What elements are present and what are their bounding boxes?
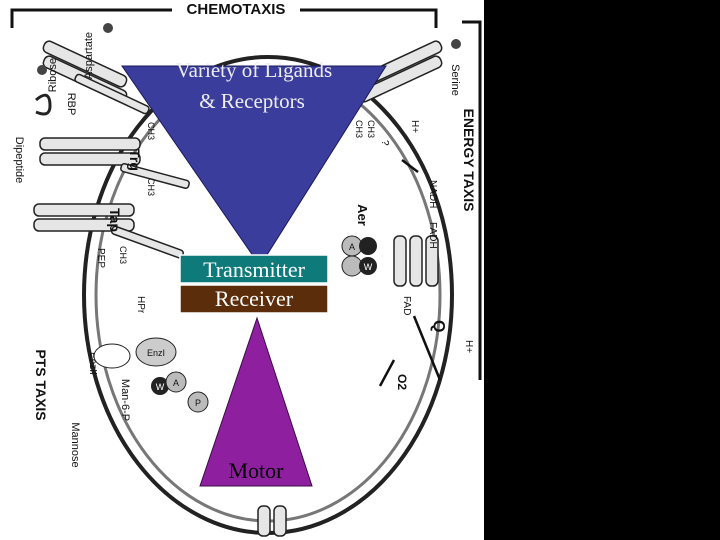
ligand-serine-dot xyxy=(451,39,461,49)
aer-a-label: A xyxy=(349,242,355,252)
pts-complex: EnzI W A P xyxy=(93,337,209,413)
ligands-receptors-funnel xyxy=(121,65,387,267)
mark-q: Q xyxy=(430,320,447,332)
mark-hplus-top: H+ xyxy=(409,120,420,133)
energy-taxis-title: ENERGY TAXIS xyxy=(461,109,477,212)
motor-funnel xyxy=(199,316,313,487)
label-ribose: Ribose xyxy=(47,58,59,92)
mark-ch3-e: CH3 xyxy=(366,120,376,138)
pts-p-label: P xyxy=(195,398,201,408)
mark-fadh: FADH xyxy=(427,222,438,249)
label-mannose: Mannose xyxy=(69,422,81,467)
pts-a-label: A xyxy=(173,378,179,388)
label-aspartate: Aspartate xyxy=(83,32,95,79)
label-man6p: Man-6-P xyxy=(119,379,131,421)
figure-drawing: CHEMOTAXIS ENERGY TAXIS PTS TAXIS xyxy=(10,1,482,537)
overlay-top-label-line1: Variety of Ligands xyxy=(176,58,332,82)
overlay-top-label-line2: & Receptors xyxy=(199,89,305,113)
ligand-ribose-dot xyxy=(37,65,47,75)
pts-enzi-label: EnzI xyxy=(147,348,165,358)
arrow-o2 xyxy=(378,359,396,387)
label-pep: PEP xyxy=(95,248,106,268)
label-aer: Aer xyxy=(355,204,370,226)
chemotaxis-figure: CHEMOTAXIS ENERGY TAXIS PTS TAXIS xyxy=(0,0,484,540)
receptor-tap xyxy=(33,203,184,259)
chemotaxis-bracket-left xyxy=(10,8,172,28)
receiver-label: Receiver xyxy=(215,286,294,311)
label-trg: Trg xyxy=(127,149,143,171)
chemotaxis-title: CHEMOTAXIS xyxy=(187,1,286,18)
label-serine: Serine xyxy=(449,64,461,96)
mark-hpr: HPr xyxy=(135,296,146,314)
label-tap: Tap xyxy=(107,208,123,232)
transmitter-box xyxy=(179,254,329,284)
mark-enzii: EnzII xyxy=(87,352,98,375)
receptor-aer xyxy=(393,235,439,287)
aer-w-label: W xyxy=(364,262,373,272)
pts-w-label: W xyxy=(156,382,165,392)
ligand-aspartate-dot xyxy=(103,23,113,33)
mark-question: ? xyxy=(379,140,390,146)
label-rbp: RBP xyxy=(65,93,77,116)
mark-nadh: NADH xyxy=(427,180,438,208)
motor-label: Motor xyxy=(229,458,285,483)
arrow-q xyxy=(412,315,442,381)
receptor-aspartate xyxy=(42,40,150,115)
mark-ch3-b: CH3 xyxy=(146,178,156,196)
pts-taxis-title: PTS TAXIS xyxy=(33,349,49,420)
mark-ch3-c: CH3 xyxy=(118,246,128,264)
rbp-icon xyxy=(35,93,52,116)
mark-o2: O2 xyxy=(395,374,409,390)
aer-complex: A W xyxy=(341,235,377,277)
energy-taxis-bracket xyxy=(462,20,482,380)
receptor-bottom xyxy=(257,505,287,537)
chemotaxis-bracket-right xyxy=(300,8,438,28)
arrow-nadh xyxy=(401,159,419,173)
mark-ch3-d: CH3 xyxy=(354,120,364,138)
label-dipeptide: Dipeptide xyxy=(13,137,25,183)
mark-ch3-a: CH3 xyxy=(146,122,156,140)
receiver-box xyxy=(179,284,329,314)
mark-fad: FAD xyxy=(401,296,412,315)
mark-hplus-right: H+ xyxy=(463,340,474,353)
transmitter-label: Transmitter xyxy=(203,257,306,282)
receptor-trg xyxy=(39,137,190,189)
